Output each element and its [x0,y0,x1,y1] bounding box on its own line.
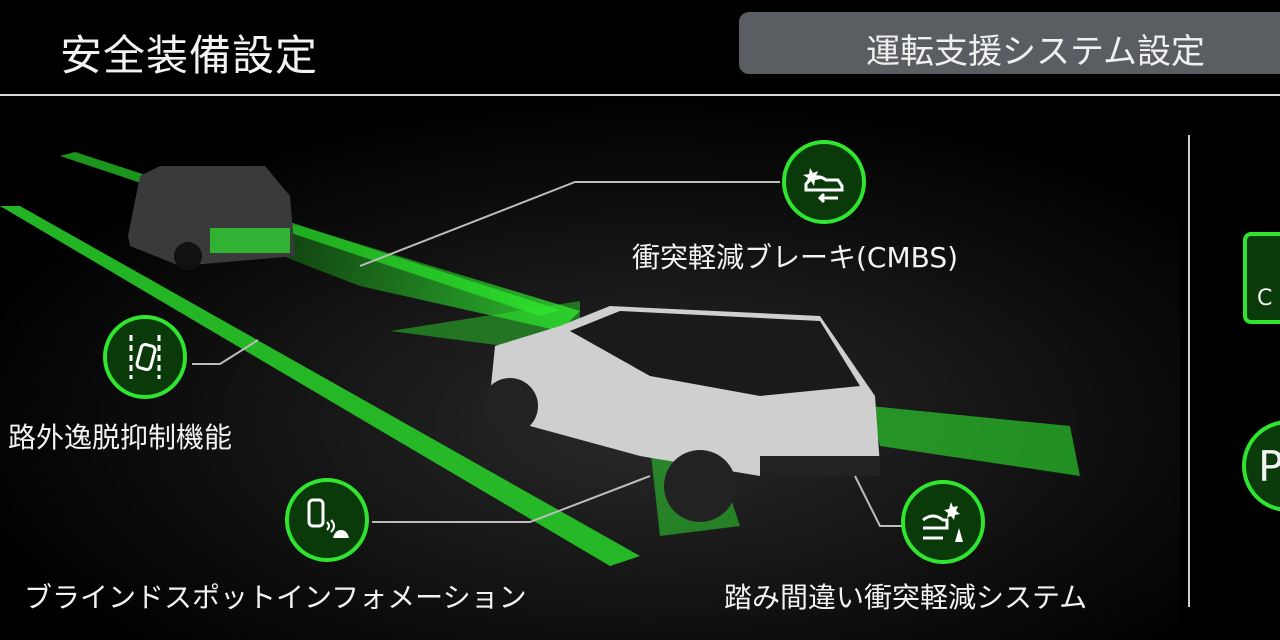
collision-brake-label: 衝突軽減ブレーキ(CMBS) [632,241,959,274]
parking-icon-text: P [1258,442,1280,491]
right-icon-text: C [1257,286,1273,311]
blind-spot-label: ブラインドスポットインフォメーション [24,581,527,614]
scene-illustration [0,96,1180,640]
rear-sensor-beam [870,406,1080,476]
lane-departure-icon[interactable] [103,315,187,399]
pedal-misapplication-label: 踏み間違い衝突軽減システム [724,581,1088,614]
section-divider [1188,135,1190,607]
blind-spot-icon[interactable] [285,478,369,562]
parking-icon[interactable]: P [1242,420,1280,512]
driver-assist-settings-tab[interactable]: 運転支援システム設定 [739,12,1280,74]
lane-line-left [0,206,640,566]
leader-lines [192,181,903,527]
collision-brake-icon[interactable] [782,140,866,224]
cmbs-beam [210,226,580,331]
main-car [482,306,880,522]
header-divider [0,94,1280,96]
right-panel-feature-icon[interactable]: C [1243,232,1280,324]
pedal-misapplication-icon[interactable] [901,480,985,564]
lead-car [128,166,295,270]
lane-departure-label: 路外逸脱抑制機能 [8,421,233,454]
page-title: 安全装備設定 [60,31,319,80]
tab-label: 運転支援システム設定 [866,32,1205,72]
